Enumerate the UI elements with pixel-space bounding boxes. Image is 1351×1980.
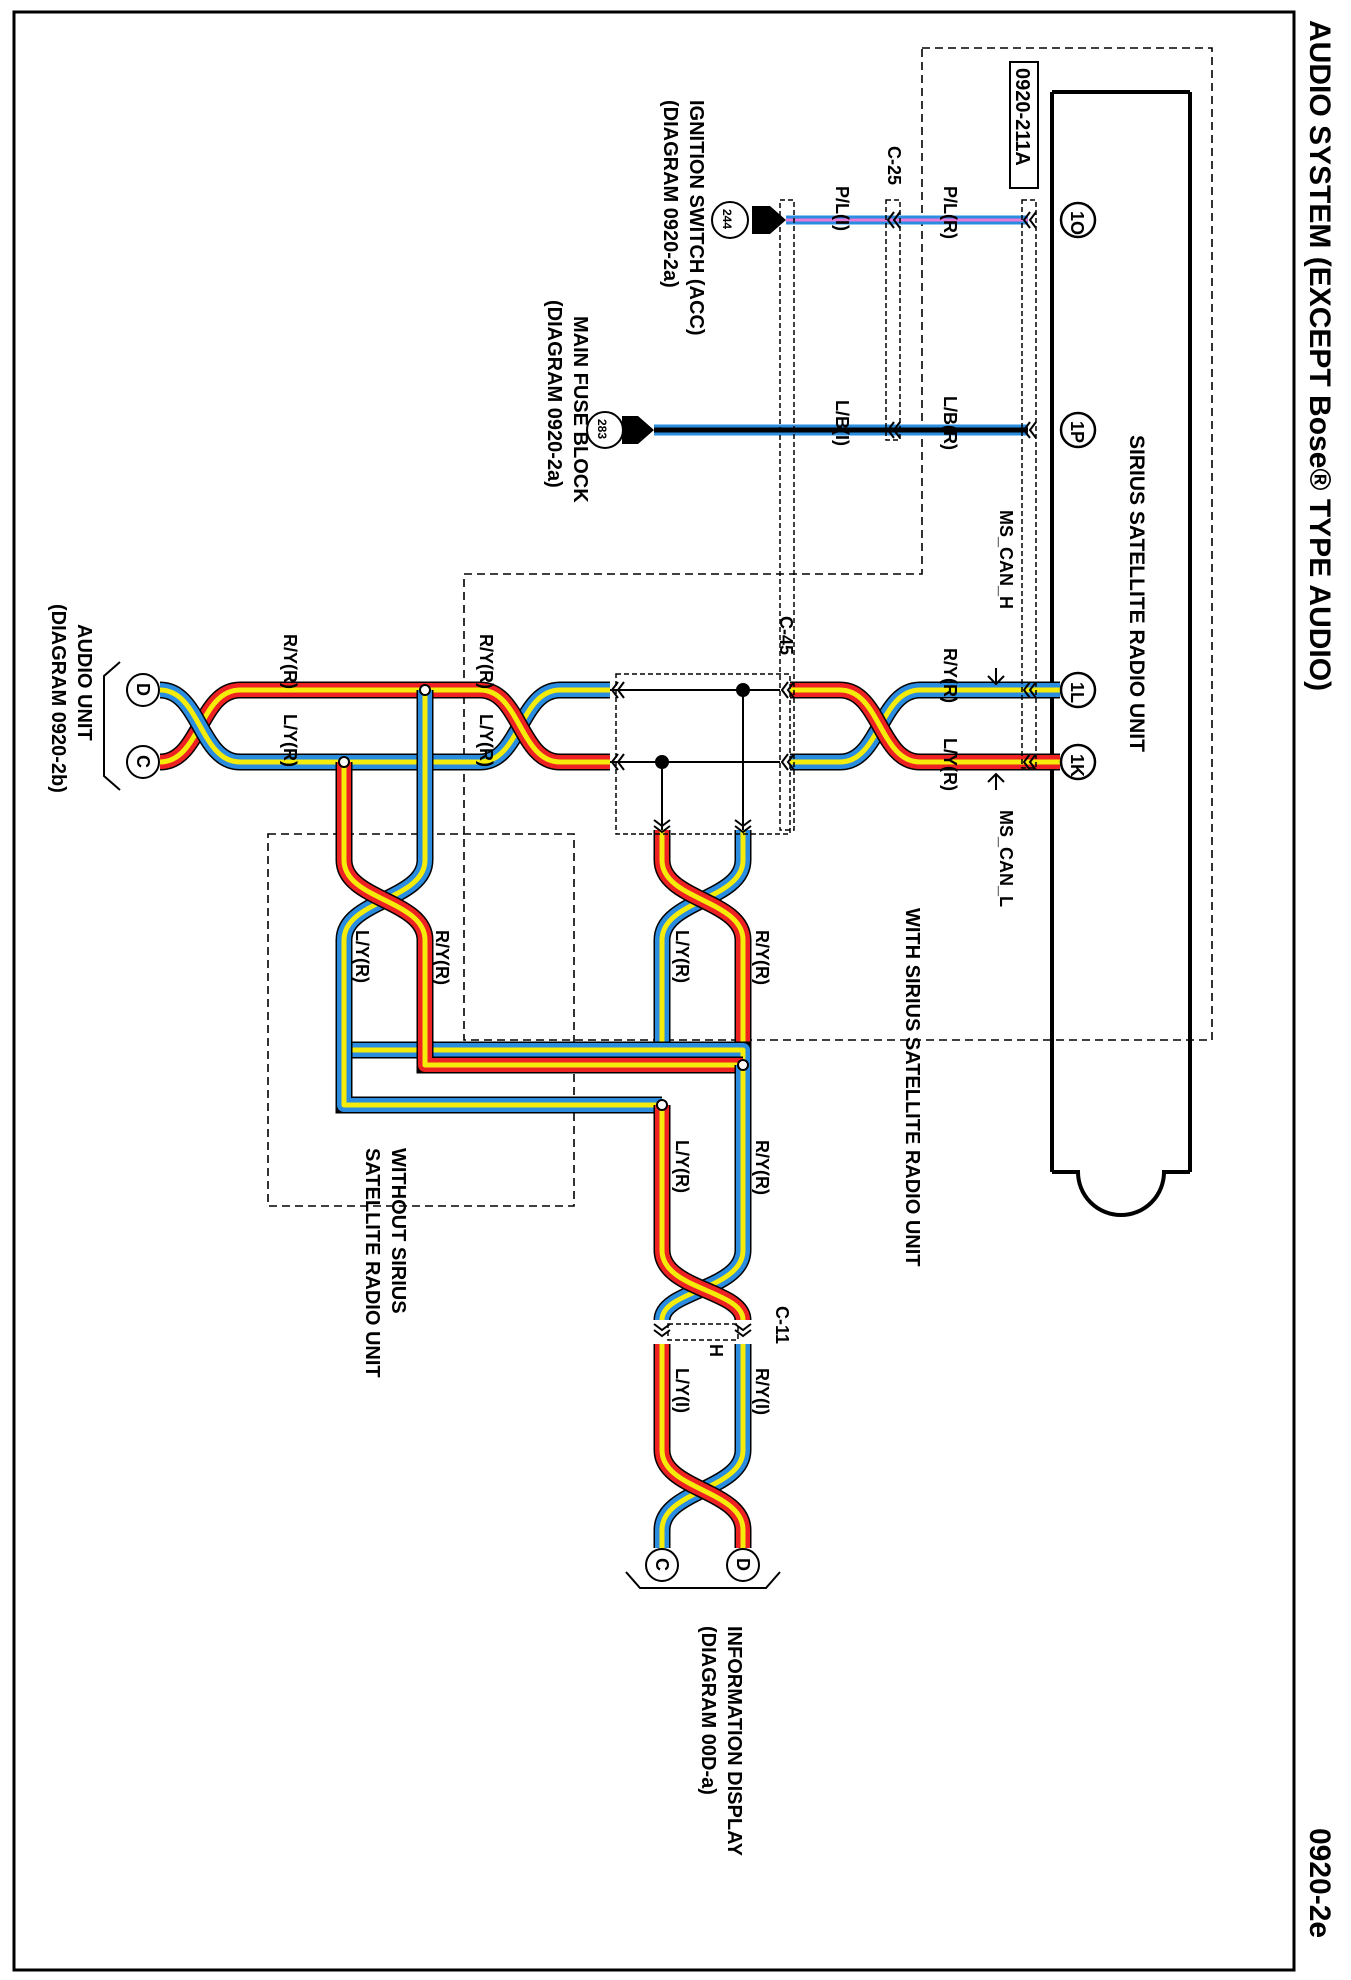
label-c45: C-45: [776, 616, 796, 655]
label-c11-pin: H: [706, 1344, 726, 1357]
label-c25: C-25: [884, 146, 904, 185]
audio-terminal-d: D: [133, 683, 153, 696]
joint-bus: [610, 689, 780, 830]
svg-text:244: 244: [720, 209, 734, 229]
ref-fuse-1: MAIN FUSE BLOCK: [569, 316, 591, 503]
part-number-box: [1009, 61, 1039, 189]
label-ry-r-drop-b: R/Y(R): [432, 930, 452, 985]
option-with-sirius: WITH SIRIUS SATELLITE RADIO UNIT: [901, 908, 923, 1267]
label-c11: C-11: [772, 1306, 792, 1344]
label-ry-r-mid: R/Y(R): [476, 634, 496, 689]
diagram-frame: [12, 10, 1296, 1972]
ref-ignition-1: IGNITION SWITCH (ACC): [685, 100, 707, 336]
audio-terminal-c: C: [133, 755, 153, 768]
label-ry-r-drop-a: R/Y(R): [752, 930, 772, 985]
label-ry-r-top: R/Y(R): [940, 648, 960, 703]
label-lb-i: L/B(I): [832, 400, 852, 446]
pin-1l: 1L: [1059, 671, 1097, 709]
svg-text:1L: 1L: [1067, 682, 1087, 703]
connector-chevrons: [610, 211, 1037, 1338]
info-terminal-d: D: [733, 1558, 753, 1571]
option-without-1: WITHOUT SIRIUS: [387, 1148, 409, 1314]
page-title: AUDIO SYSTEM (EXCEPT Bose® TYPE AUDIO): [1303, 20, 1336, 691]
svg-text:1P: 1P: [1067, 421, 1087, 443]
can-harness: [158, 681, 1060, 1548]
label-ly-r-audio: L/Y(R): [280, 714, 300, 767]
label-ly-r-low: L/Y(R): [672, 1140, 692, 1193]
sirius-unit-body: [1050, 90, 1192, 1217]
ref-info-1: INFORMATION DISPLAY: [723, 1626, 745, 1857]
svg-text:1K: 1K: [1067, 754, 1087, 777]
ground-283: 283: [586, 411, 654, 449]
sirius-unit-label: SIRIUS SATELLITE RADIO UNIT: [1125, 435, 1148, 752]
label-ms-can-l: MS_CAN_L: [996, 810, 1016, 907]
label-ms-can-h: MS_CAN_H: [996, 510, 1016, 609]
label-ry-r-audio: R/Y(R): [280, 634, 300, 689]
pin-1p: 1P: [1059, 411, 1097, 449]
splices: [338, 683, 750, 1111]
ref-audio-2: (DIAGRAM 0920-2b): [47, 604, 69, 793]
svg-text:283: 283: [595, 419, 609, 439]
label-ly-r-top: L/Y(R): [940, 738, 960, 791]
info-display-terminals: D C: [625, 1548, 781, 1589]
info-terminal-c: C: [652, 1558, 672, 1571]
label-ly-r-mid: L/Y(R): [476, 714, 496, 767]
pin-1k: 1K: [1059, 743, 1097, 781]
svg-text:1O: 1O: [1067, 211, 1087, 235]
page-number: 0920-2e: [1303, 1828, 1336, 1938]
ref-ignition-2: (DIAGRAM 0920-2a): [659, 100, 681, 288]
label-pl-r: P/L(R): [940, 186, 960, 239]
label-ry-i: R/Y(I): [752, 1368, 772, 1415]
with-sirius-box: [463, 47, 1213, 1041]
label-ly-r-drop-b: L/Y(R): [352, 930, 372, 983]
label-ry-r-low: R/Y(R): [752, 1140, 772, 1195]
ref-info-2: (DIAGRAM 00D-a): [697, 1626, 719, 1795]
ground-244: 244: [711, 201, 786, 239]
option-without-2: SATELLITE RADIO UNIT: [361, 1148, 383, 1378]
ref-fuse-2: (DIAGRAM 0920-2a): [543, 300, 565, 488]
label-lb-r: L/B(R): [940, 396, 960, 450]
label-ly-r-drop-a: L/Y(R): [672, 930, 692, 983]
audio-unit-terminals: D C: [103, 661, 160, 791]
label-pl-i: P/L(I): [832, 186, 852, 231]
ref-audio-1: AUDIO UNIT: [73, 624, 95, 741]
label-ly-i: L/Y(I): [672, 1368, 692, 1413]
without-sirius-box: [267, 833, 575, 1207]
pin-1o: 1O: [1059, 201, 1097, 239]
part-number: 0920-211A: [1011, 68, 1033, 166]
